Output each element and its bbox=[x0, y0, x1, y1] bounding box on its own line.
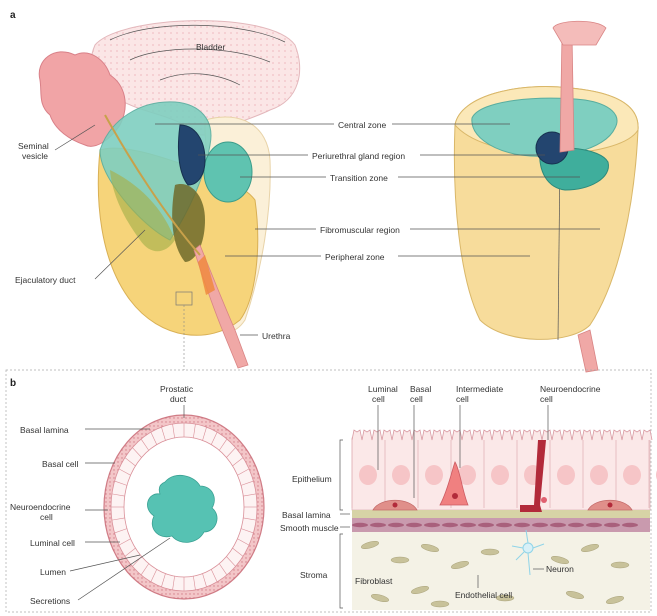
prostate-cross-section bbox=[454, 21, 638, 372]
label-neuroendocrine-2: cell bbox=[40, 512, 53, 522]
fibroblast-cell bbox=[611, 562, 629, 568]
smooth-muscle-cell bbox=[370, 523, 386, 527]
transition-zone bbox=[204, 142, 252, 202]
smooth-muscle-cell bbox=[478, 523, 494, 527]
label-neuroendocrine-1: Neuroendocrine bbox=[10, 502, 71, 512]
duct-cross-section bbox=[104, 415, 264, 599]
label-top-luminal-2: cell bbox=[372, 394, 385, 404]
label-urethra: Urethra bbox=[262, 331, 291, 341]
label-secretions: Secretions bbox=[30, 596, 70, 606]
label-prostatic-duct-2: duct bbox=[170, 394, 187, 404]
label-top-basal-1: Basal bbox=[410, 384, 431, 394]
smooth-muscle-cell bbox=[424, 523, 440, 527]
panel-b-letter: b bbox=[10, 378, 16, 389]
label-basal-lamina: Basal lamina bbox=[20, 425, 69, 435]
label-top-basal-2: cell bbox=[410, 394, 423, 404]
label-smooth-muscle: Smooth muscle bbox=[280, 523, 339, 533]
label-top-neuro-1: Neuroendocrine bbox=[540, 384, 601, 394]
label-top-intermediate-2: cell bbox=[456, 394, 469, 404]
label-basal-cell: Basal cell bbox=[42, 459, 78, 469]
smooth-muscle-cell bbox=[460, 523, 476, 527]
cell-nucleus bbox=[623, 465, 641, 485]
fibroblast-cell bbox=[481, 549, 499, 555]
smooth-muscle-cell bbox=[586, 523, 602, 527]
smooth-muscle-cell bbox=[532, 523, 548, 527]
panel-a-letter: a bbox=[10, 10, 16, 21]
cell-nucleus bbox=[590, 465, 608, 485]
fibroblast-cell bbox=[391, 557, 409, 563]
label-top-luminal-1: Luminal bbox=[368, 384, 398, 394]
basal-cell-nucleus bbox=[608, 503, 613, 508]
label-endothelial: Endothelial cell bbox=[455, 590, 512, 600]
label-fibromuscular: Fibromuscular region bbox=[320, 225, 400, 235]
basal-cell-nucleus bbox=[393, 503, 398, 508]
label-lumen: Lumen bbox=[40, 567, 66, 577]
smooth-muscle-cell bbox=[496, 523, 512, 527]
label-ejaculatory-duct: Ejaculatory duct bbox=[15, 275, 76, 285]
smooth-muscle-cell bbox=[604, 523, 620, 527]
smooth-muscle-cell bbox=[388, 523, 404, 527]
label-luminal-cell: Luminal cell bbox=[30, 538, 75, 548]
smooth-muscle-cell bbox=[352, 523, 368, 527]
label-top-neuro-2: cell bbox=[540, 394, 553, 404]
label-neuron: Neuron bbox=[546, 564, 574, 574]
cell-nucleus bbox=[491, 465, 509, 485]
label-stroma: Stroma bbox=[300, 570, 328, 580]
smooth-muscle-cell bbox=[442, 523, 458, 527]
cell-nucleus bbox=[359, 465, 377, 485]
tissue-section bbox=[352, 430, 657, 610]
smooth-muscle-cell bbox=[406, 523, 422, 527]
smooth-muscle-cell bbox=[622, 523, 638, 527]
smooth-muscle-cell bbox=[550, 523, 566, 527]
smooth-muscle-cell bbox=[568, 523, 584, 527]
label-top-intermediate-1: Intermediate bbox=[456, 384, 504, 394]
label-epithelium: Epithelium bbox=[292, 474, 332, 484]
label-bladder: Bladder bbox=[196, 42, 225, 52]
label-central-zone: Central zone bbox=[338, 120, 386, 130]
label-basal-lamina-right: Basal lamina bbox=[282, 510, 331, 520]
label-peripheral-zone: Peripheral zone bbox=[325, 252, 385, 262]
label-seminal-vesicle-1: Seminal bbox=[18, 141, 49, 151]
label-prostatic-duct-1: Prostatic bbox=[160, 384, 194, 394]
cell-nucleus bbox=[425, 465, 443, 485]
cell-nucleus bbox=[392, 465, 410, 485]
label-periurethral: Periurethral gland region bbox=[312, 151, 405, 161]
cell-nucleus bbox=[557, 465, 575, 485]
label-seminal-vesicle-2: vesicle bbox=[22, 151, 48, 161]
label-transition-zone: Transition zone bbox=[330, 173, 388, 183]
smooth-muscle-cell bbox=[514, 523, 530, 527]
fibroblast-cell bbox=[431, 601, 449, 607]
label-fibroblast: Fibroblast bbox=[355, 576, 393, 586]
